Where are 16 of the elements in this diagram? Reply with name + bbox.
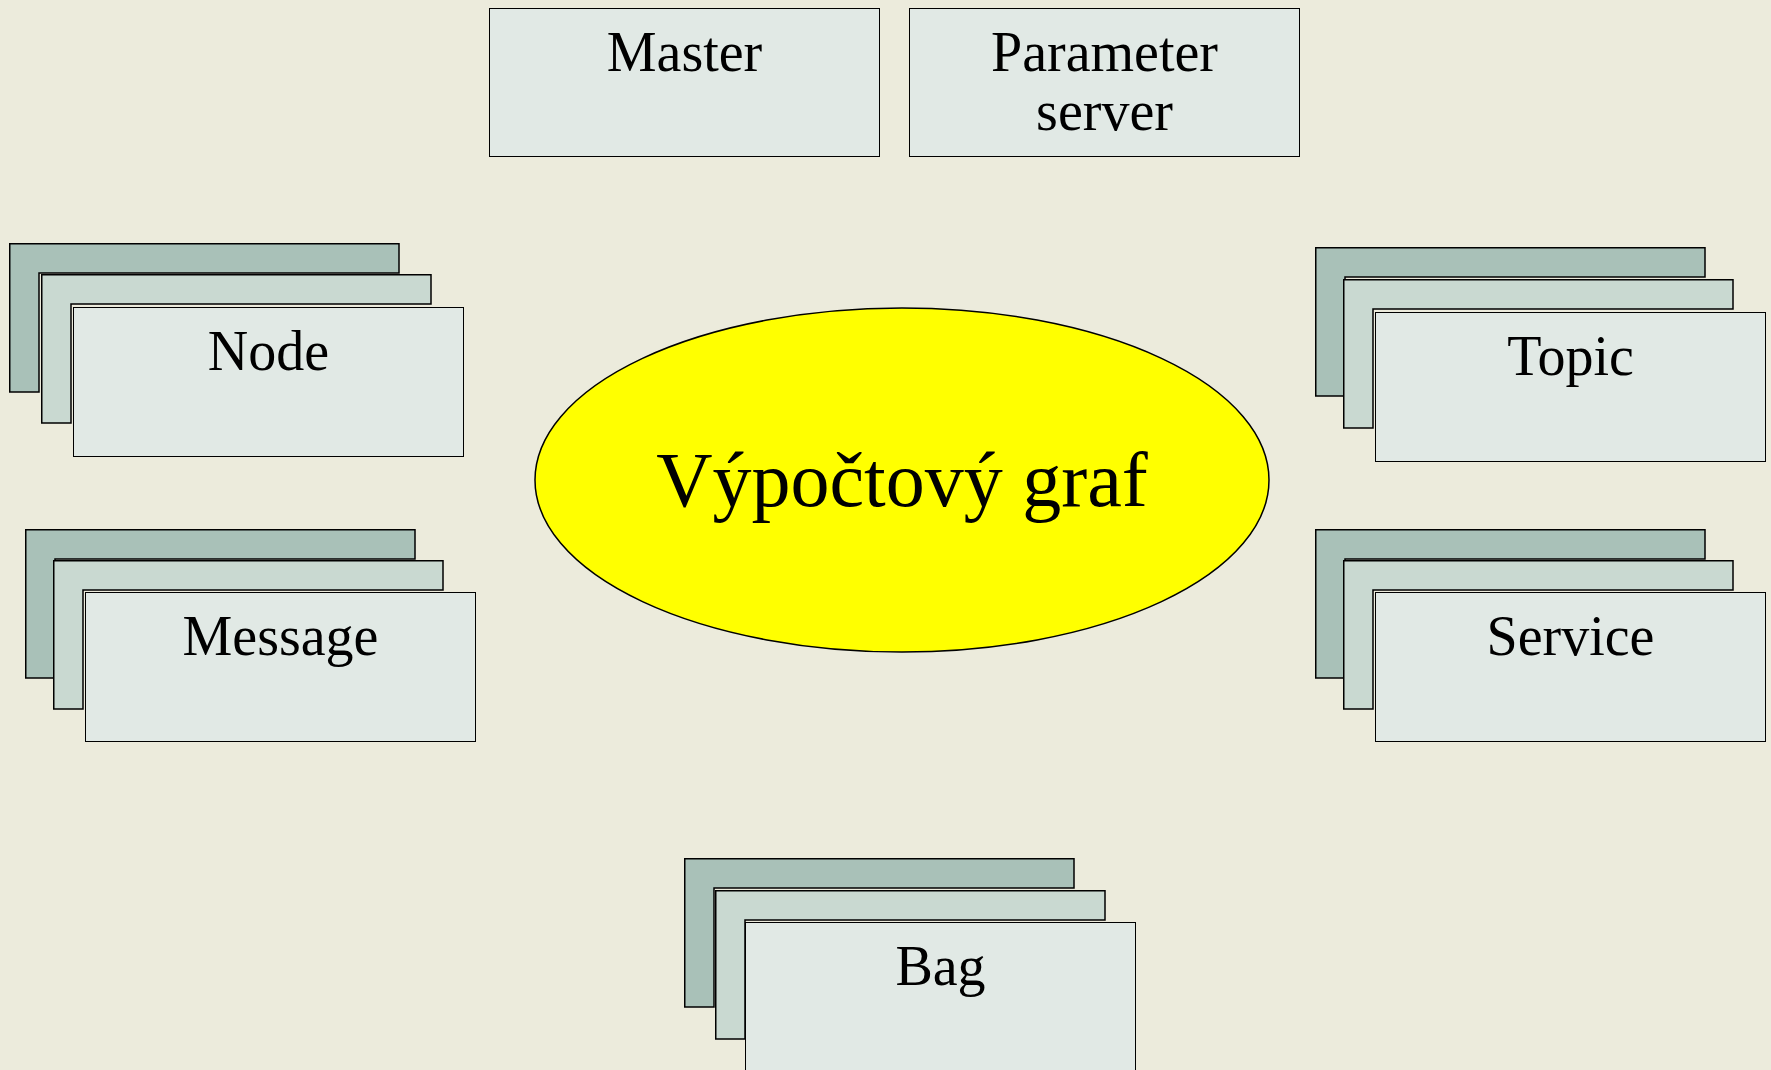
node-label: Topic — [1506, 327, 1635, 386]
node-label: Node — [206, 322, 331, 381]
concept-box — [1375, 312, 1766, 462]
concept-box — [1375, 592, 1766, 742]
concept-box — [85, 592, 476, 742]
node-label: Bag — [894, 937, 987, 996]
node-label: Service — [1485, 607, 1656, 666]
concept-box — [745, 922, 1136, 1070]
node-label: Parameter server — [990, 23, 1219, 141]
concept-box — [73, 307, 464, 457]
concept-box — [909, 8, 1300, 157]
ellipse-node — [534, 307, 1270, 653]
node-label: Message — [181, 607, 380, 666]
concept-box — [489, 8, 880, 157]
node-label: Master — [605, 23, 764, 82]
node-label: Výpočtový graf — [655, 439, 1149, 521]
